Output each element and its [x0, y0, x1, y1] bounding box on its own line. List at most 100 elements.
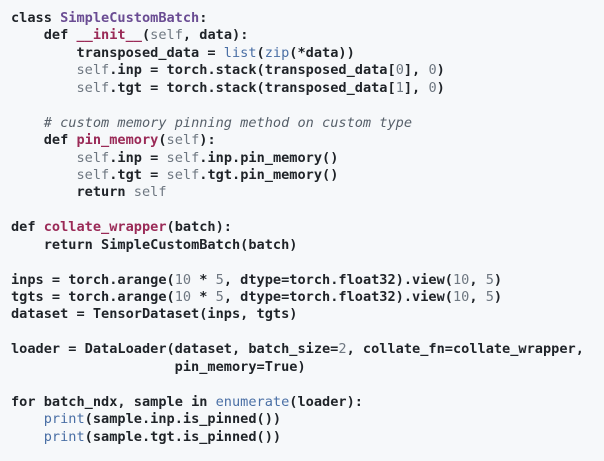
code-token-func: collate_wrapper — [43, 219, 167, 236]
code-line: self.inp = self.inp.pin_memory() — [11, 150, 604, 167]
code-token-kw: def — [43, 27, 69, 44]
code-token-self: self — [150, 27, 183, 44]
code-token-text — [11, 62, 76, 78]
code-token-text: ) — [493, 271, 503, 288]
code-line: def collate_wrapper(batch): — [11, 219, 604, 236]
code-line: self.inp = torch.stack(transposed_data[0… — [11, 62, 604, 79]
code-line — [11, 97, 604, 114]
code-token-num: 5 — [215, 271, 224, 288]
code-token-text — [11, 184, 76, 200]
code-token-text: .inp.pin_memory() — [199, 149, 339, 166]
code-token-kw: class — [11, 10, 52, 26]
code-token-self: self — [76, 62, 110, 79]
code-token-builtin: zip — [264, 44, 290, 61]
code-token-text: ( — [158, 132, 167, 149]
code-line: def pin_memory(self): — [11, 132, 604, 149]
code-token-text — [36, 219, 44, 235]
code-token-text: (sample.inp.is_pinned()) — [84, 411, 282, 428]
code-token-kw: def — [11, 219, 36, 236]
code-token-text: ) — [436, 79, 445, 96]
code-token-text: loader = DataLoader(dataset, batch_size= — [11, 341, 339, 358]
code-line: # custom memory pinning method on custom… — [11, 115, 604, 132]
code-token-num: 2 — [338, 341, 347, 358]
code-line — [11, 202, 604, 219]
code-token-kw: True — [264, 358, 298, 375]
code-token-text: ], — [403, 62, 429, 79]
code-token-text: , dtype=torch.float32).view( — [223, 271, 453, 288]
code-token-text — [11, 132, 44, 148]
code-token-num: 5 — [485, 271, 494, 288]
code-token-text: tgts = torch.arange( — [11, 289, 175, 305]
code-token-text — [126, 184, 134, 200]
code-token-text: ) — [493, 289, 503, 305]
code-token-text: pin_memory= — [11, 358, 265, 375]
code-token-text: ) — [297, 358, 306, 375]
code-token-comment: # custom memory pinning method on custom… — [43, 114, 413, 131]
code-token-kw: for — [11, 393, 36, 410]
code-token-text: (batch): — [166, 219, 232, 236]
code-token-text — [11, 237, 44, 253]
code-token-text — [11, 115, 44, 131]
code-token-text — [11, 80, 76, 96]
code-token-text: , dtype=torch.float32).view( — [223, 289, 453, 305]
code-token-text: .tgt.pin_memory() — [199, 166, 339, 183]
code-token-text: inps = torch.arange( — [11, 271, 175, 288]
code-token-text: ): — [199, 132, 216, 149]
code-token-kw: return — [43, 236, 93, 253]
code-token-text — [11, 429, 44, 445]
code-token-text — [11, 411, 44, 427]
code-line: self.tgt = torch.stack(transposed_data[1… — [11, 80, 604, 97]
code-token-self: self — [133, 184, 167, 201]
code-token-text — [11, 150, 76, 166]
code-token-num: 0 — [395, 62, 404, 79]
code-token-text: batch_ndx, sample — [35, 393, 192, 410]
code-line: print(sample.inp.is_pinned()) — [11, 411, 604, 428]
code-listing: class SimpleCustomBatch: def __init__(se… — [11, 10, 604, 446]
code-line: tgts = torch.arange(10 * 5, dtype=torch.… — [11, 289, 604, 306]
code-token-text: , — [469, 271, 486, 288]
code-token-num: 1 — [395, 79, 404, 96]
code-token-num: 5 — [485, 289, 494, 305]
code-token-text — [207, 394, 215, 410]
code-token-self: self — [166, 166, 200, 183]
code-line — [11, 254, 604, 271]
code-token-num: 0 — [428, 79, 437, 96]
code-token-text — [11, 27, 44, 43]
code-token-self: self — [166, 132, 200, 149]
code-token-builtin: list — [223, 44, 257, 61]
code-token-num: 10 — [452, 271, 470, 288]
code-token-text — [68, 27, 76, 43]
code-token-self: self — [166, 149, 200, 166]
code-token-builtin: print — [43, 428, 85, 445]
code-line: loader = DataLoader(dataset, batch_size=… — [11, 341, 604, 358]
code-token-num: 10 — [452, 289, 470, 305]
code-token-text — [68, 132, 76, 148]
code-token-builtin: print — [43, 411, 85, 428]
code-token-text: , data): — [182, 27, 249, 44]
code-token-text: * — [191, 289, 216, 305]
code-token-num: 10 — [174, 271, 192, 288]
code-token-text: ( — [256, 44, 265, 61]
code-token-self: self — [76, 166, 110, 183]
code-line: inps = torch.arange(10 * 5, dtype=torch.… — [11, 272, 604, 289]
code-token-func: pin_memory — [76, 132, 159, 149]
code-token-num: 0 — [428, 62, 437, 79]
code-line: return self — [11, 184, 604, 201]
code-token-text: (*data)) — [289, 44, 355, 61]
code-token-text: SimpleCustomBatch(batch) — [92, 236, 298, 253]
code-token-text: ], — [403, 79, 429, 96]
code-token-text: .inp = torch.stack(transposed_data[ — [109, 62, 396, 79]
code-token-self: self — [76, 79, 110, 96]
code-token-num: 10 — [174, 289, 192, 305]
code-line: print(sample.tgt.is_pinned()) — [11, 429, 604, 446]
code-token-text: * — [191, 271, 216, 288]
code-line: return SimpleCustomBatch(batch) — [11, 237, 604, 254]
code-line: transposed_data = list(zip(*data)) — [11, 45, 604, 62]
code-token-text: .tgt = torch.stack(transposed_data[ — [109, 79, 396, 96]
code-line: for batch_ndx, sample in enumerate(loade… — [11, 394, 604, 411]
code-token-text: dataset = TensorDataset(inps, tgts) — [11, 306, 298, 323]
code-token-text: .inp = — [109, 149, 167, 166]
code-token-text: .tgt = — [109, 166, 167, 183]
code-line: self.tgt = self.tgt.pin_memory() — [11, 167, 604, 184]
code-token-text: : — [199, 10, 208, 26]
